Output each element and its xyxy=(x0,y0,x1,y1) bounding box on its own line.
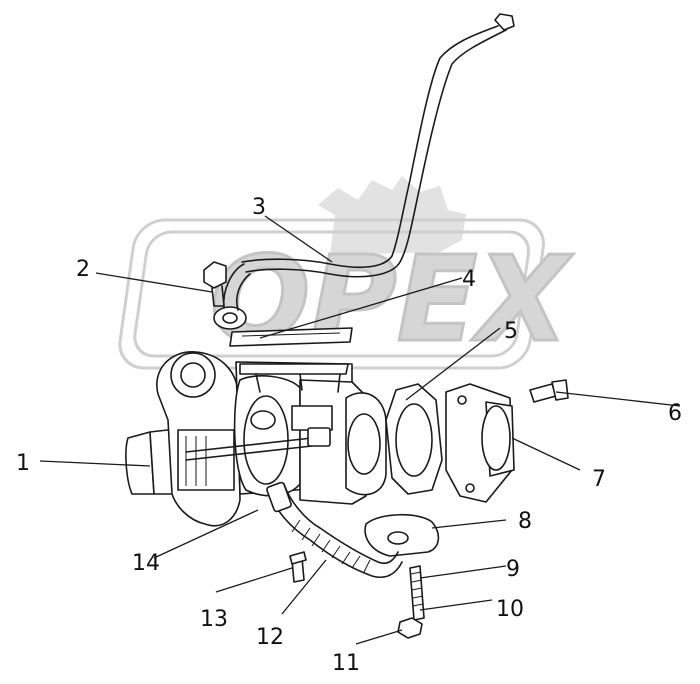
stud-bolt xyxy=(409,565,425,621)
oil-return-hose xyxy=(266,481,403,578)
exhaust-outlet-adapter xyxy=(445,383,515,503)
oil-drain-gasket xyxy=(229,327,353,347)
callout-13: 13 xyxy=(200,607,228,632)
callout-2: 2 xyxy=(76,257,90,282)
hex-nut xyxy=(397,617,423,639)
turbocharger xyxy=(125,351,387,527)
flange-bolt xyxy=(529,379,569,403)
callout-10: 10 xyxy=(496,597,524,622)
callout-7: 7 xyxy=(592,467,606,492)
callout-1: 1 xyxy=(16,451,30,476)
callout-3: 3 xyxy=(252,195,266,220)
callout-4: 4 xyxy=(462,267,476,292)
banjo-bolt xyxy=(203,261,227,307)
callout-labels: 1 2 3 4 5 6 7 8 9 10 11 12 13 14 xyxy=(16,195,682,676)
callout-12: 12 xyxy=(256,625,284,650)
turbine-flange-gasket xyxy=(385,383,443,495)
hose-clamp-bolt xyxy=(289,551,307,583)
callout-14: 14 xyxy=(132,551,160,576)
leader-lines xyxy=(39,215,681,645)
callout-9: 9 xyxy=(506,557,520,582)
callout-8: 8 xyxy=(518,509,532,534)
callout-6: 6 xyxy=(668,401,682,426)
watermark-frame-inner xyxy=(133,230,531,358)
oil-feed-pipe xyxy=(213,13,515,330)
callout-11: 11 xyxy=(332,651,360,676)
oil-return-flange xyxy=(364,513,440,557)
callout-5: 5 xyxy=(504,319,518,344)
watermark-gear xyxy=(318,176,466,255)
